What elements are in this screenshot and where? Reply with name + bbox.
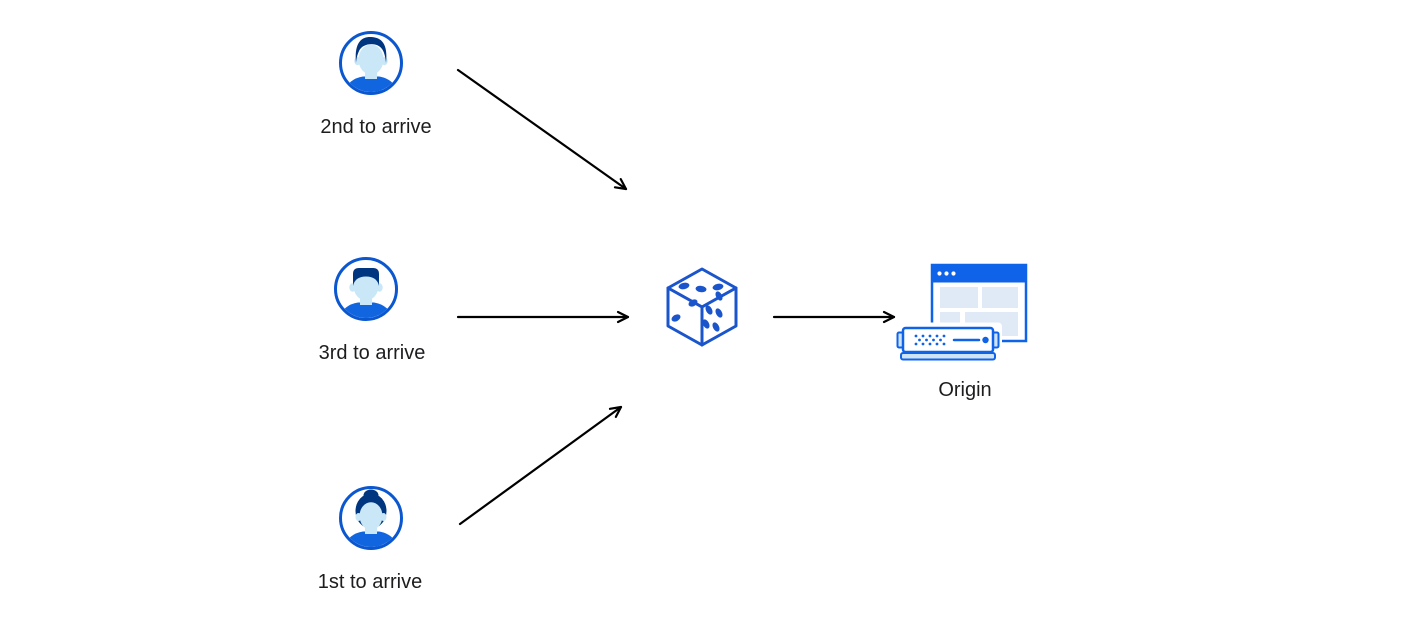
origin-label: Origin — [938, 379, 992, 401]
client-2nd-group — [338, 30, 404, 96]
arrow-client1-to-dice — [458, 405, 623, 526]
dice-icon — [666, 267, 738, 347]
client-3rd-label: 3rd to arrive — [318, 342, 426, 364]
origin-group — [896, 262, 1030, 364]
arrow-client2-to-dice — [456, 68, 628, 191]
user-avatar-woman-icon — [339, 486, 403, 550]
window-dots — [937, 271, 956, 276]
origin-server-icon — [896, 263, 1028, 363]
user-avatar-man-icon — [334, 257, 398, 321]
client-3rd-group — [333, 256, 399, 322]
client-1st-label: 1st to arrive — [317, 571, 423, 593]
client-1st-group — [338, 485, 404, 551]
server-box — [896, 326, 1000, 361]
user-avatar-man-icon — [339, 31, 403, 95]
dice-pips — [671, 282, 724, 332]
client-2nd-label: 2nd to arrive — [320, 116, 432, 138]
